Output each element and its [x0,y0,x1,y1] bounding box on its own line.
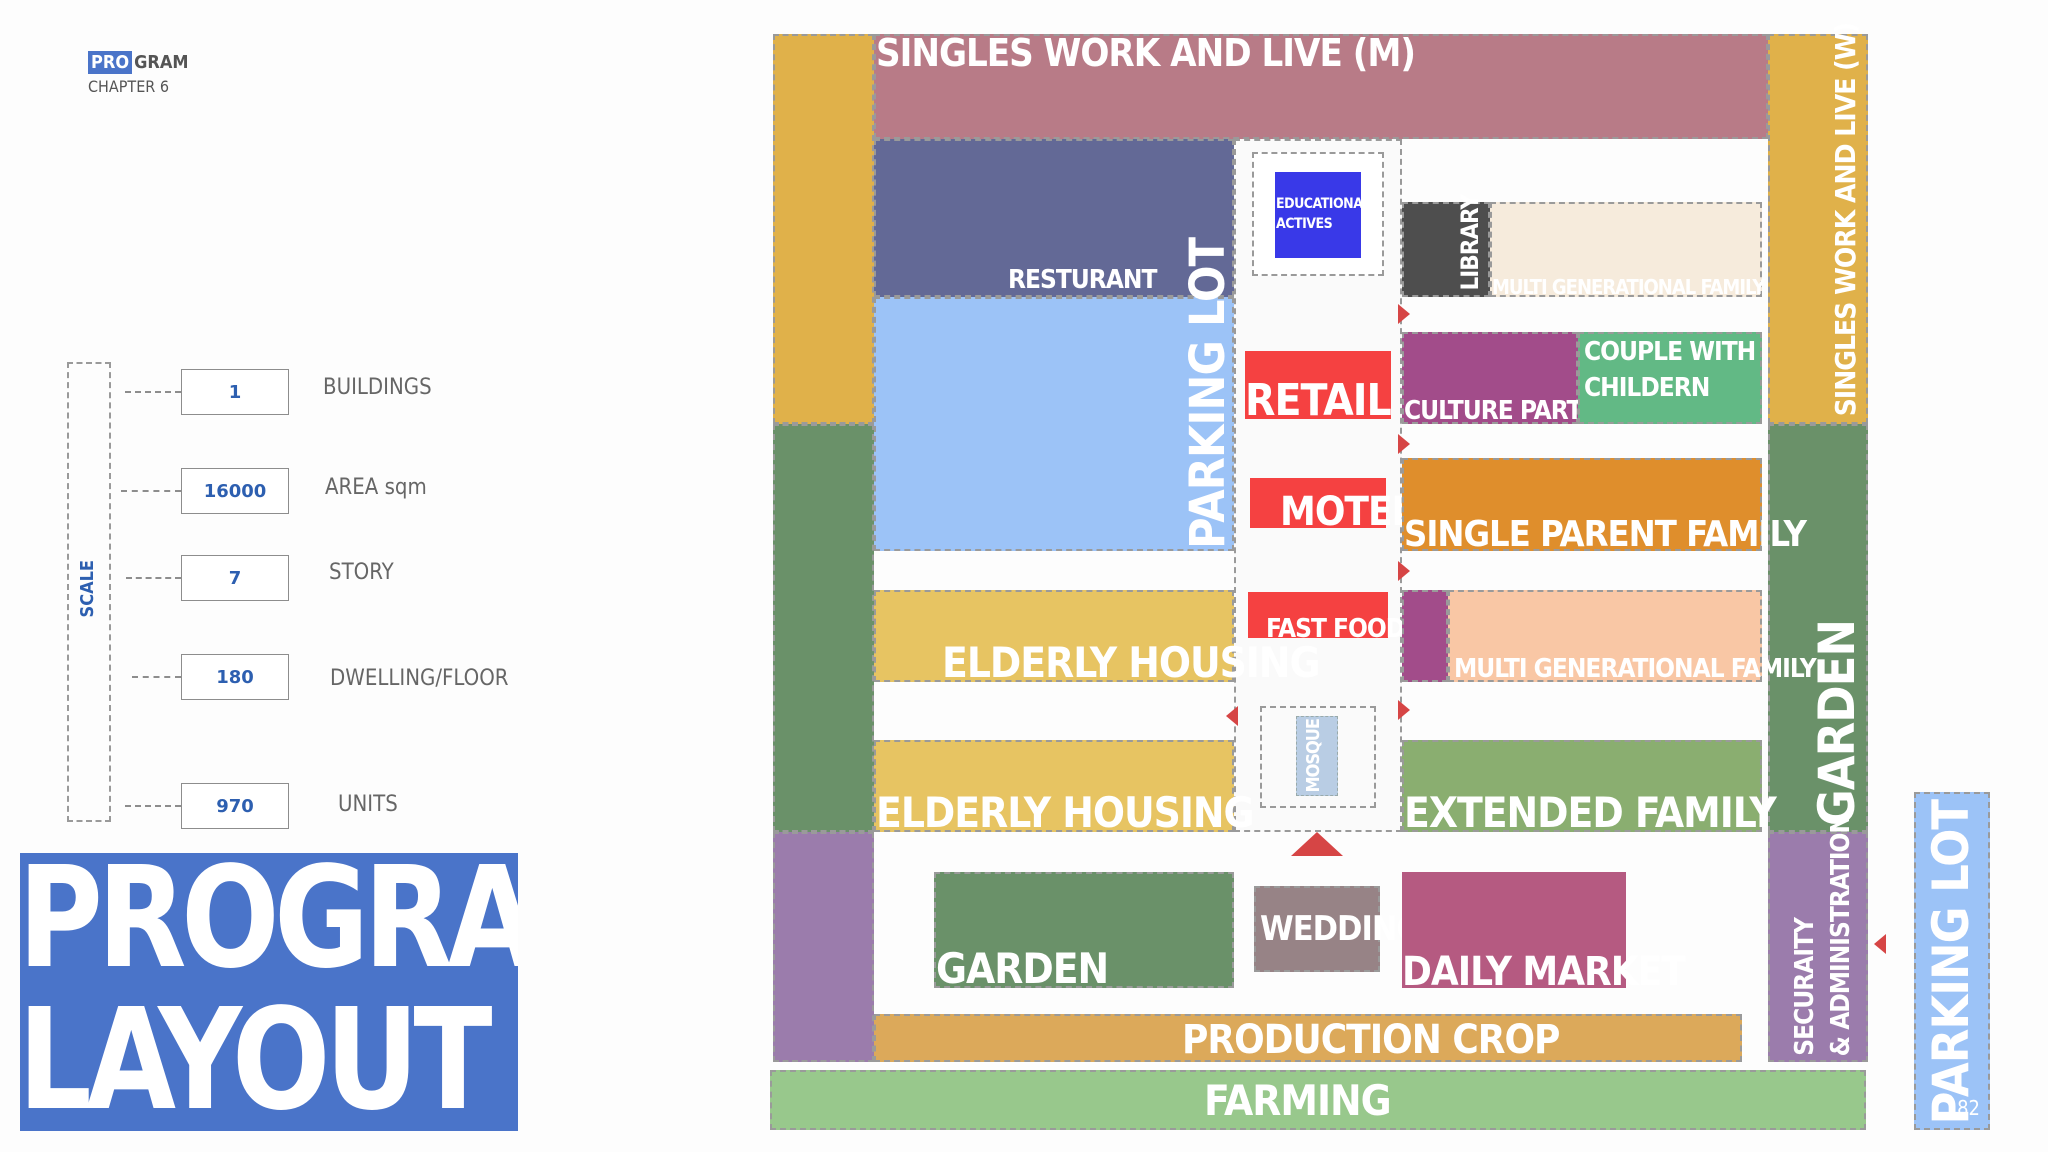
zone-fast-food: FAST FOOD [1248,592,1405,642]
scale-label-dwelling: DWELLING/FLOOR [330,666,509,691]
scale-tick [126,577,181,579]
scale-label-story: STORY [329,560,394,585]
label-farming: FARMING [1204,1076,1392,1125]
zone-singles-m: SINGLES WORK AND LIVE (M) [874,34,1768,139]
label-single-parent: SINGLE PARENT FAMILY [1404,514,1807,555]
label-wedding: WEDDING [1260,909,1422,949]
zone-single-parent: SINGLE PARENT FAMILY [1402,458,1807,553]
scale-tick [125,391,181,393]
label-library: LIBRARY [1456,195,1484,291]
zone-left-green [773,424,874,832]
zone-elderly-2: ELDERLY HOUSING [874,740,1255,834]
label-parking-lot-right: PARKING LOT [1922,800,1980,1125]
header-chapter: CHAPTER 6 [88,77,170,96]
scale-label-area: AREA sqm [325,475,427,500]
label-couple: COUPLE WITH CHILDERN [1584,337,1756,403]
scale-value-story: 7 [181,555,289,601]
zone-multi-gen-2: MULTI GENERATIONAL FAMILY [1448,590,1817,682]
zone-garden-right: GARDEN [1768,424,1868,832]
scale-value-buildings: 1 [181,369,289,415]
label-singles-w: SINGLES WORK AND LIVE (W) [1829,22,1862,416]
label-motel: MOTEL [1280,489,1414,535]
zone-singles-w: SINGLES WORK AND LIVE (W) [1768,23,1868,424]
zone-educational: EDUCATIONAL ACTIVES [1275,172,1371,258]
label-retail: RETAIL [1245,375,1392,426]
scale-label-units: UNITS [338,792,398,817]
label-educational: EDUCATIONAL ACTIVES [1276,196,1371,232]
zone-left-purple [773,832,874,1062]
label-multi-gen-2: MULTI GENERATIONAL FAMILY [1454,654,1817,684]
zone-motel: MOTEL [1250,478,1414,532]
arrow-left-icon [1874,934,1886,954]
label-elderly-2: ELDERLY HOUSING [876,788,1255,837]
label-garden-right: GARDEN [1808,619,1866,826]
zone-couple: COUPLE WITH CHILDERN [1578,332,1762,424]
arrow-right-icon [1398,700,1410,720]
label-administration: & ADMINISTRATION [1826,814,1856,1056]
zone-garden: GARDEN [934,872,1234,993]
label-garden: GARDEN [936,944,1109,993]
header-gram: GRAM [134,52,189,73]
zone-farming: FARMING [770,1070,1866,1130]
arrow-right-icon [1398,434,1410,454]
zone-parking-lot-right: PARKING LOT 82 [1914,792,1990,1130]
zone-retail: RETAIL [1245,351,1392,423]
zone-mosque: MOSQUE [1296,716,1338,796]
zone-parking-lot: PARKING LOT [874,238,1236,551]
label-culture-part: CULTURE PART [1404,396,1583,426]
title-line-2: LAYOUT [20,979,493,1131]
label-elderly-1: ELDERLY HOUSING [942,638,1321,687]
label-mosque: MOSQUE [1303,719,1324,793]
scale-label-buildings: BUILDINGS [323,375,432,400]
label-multi-gen-1: MULTI GENERATIONAL FAMILY [1492,275,1765,299]
zone-left-mustard [773,34,874,424]
zone-wedding: WEDDING [1254,886,1422,972]
scale-bracket: SCALE [67,362,111,822]
label-resturant: RESTURANT [1008,265,1157,295]
header-pro: PRO [88,51,133,74]
label-daily-market: DAILY MARKET [1402,949,1686,995]
page-number: 82 [1957,1096,1980,1120]
scale-value-dwelling: 180 [181,654,289,700]
arrow-up-icon [1291,832,1343,856]
label-fast-food: FAST FOOD [1266,614,1405,644]
zone-multi-gen-1: MULTI GENERATIONAL FAMILY [1490,202,1765,299]
zone-culture-part: CULTURE PART [1402,332,1583,424]
label-singles-m: SINGLES WORK AND LIVE (M) [876,31,1416,75]
zone-library: LIBRARY [1402,195,1490,297]
arrow-right-icon [1398,561,1410,581]
scale-value-units: 970 [181,783,289,829]
zone-security: SECURAITY & ADMINISTRATION [1768,815,1868,1062]
zone-elderly-1: ELDERLY HOUSING [874,590,1321,684]
label-production-crop: PRODUCTION CROP [1182,1017,1560,1063]
zone-daily-market: DAILY MARKET [1402,872,1686,992]
label-parking-lot: PARKING LOT [1180,237,1236,549]
scale-tick [132,676,181,678]
scale-tick [125,805,181,807]
arrow-right-icon [1398,304,1410,324]
label-extended: EXTENDED FAMILY [1404,788,1777,837]
zone-extended: EXTENDED FAMILY [1402,740,1777,834]
zone-multi-gen-2-accent [1402,590,1448,682]
zone-production-crop: PRODUCTION CROP [874,1014,1742,1062]
scale-value-area: 16000 [181,468,289,514]
label-security: SECURAITY [1790,918,1820,1056]
arrow-left-icon [1226,706,1238,726]
zone-resturant: RESTURANT [874,139,1234,297]
scale-tick [121,490,181,492]
